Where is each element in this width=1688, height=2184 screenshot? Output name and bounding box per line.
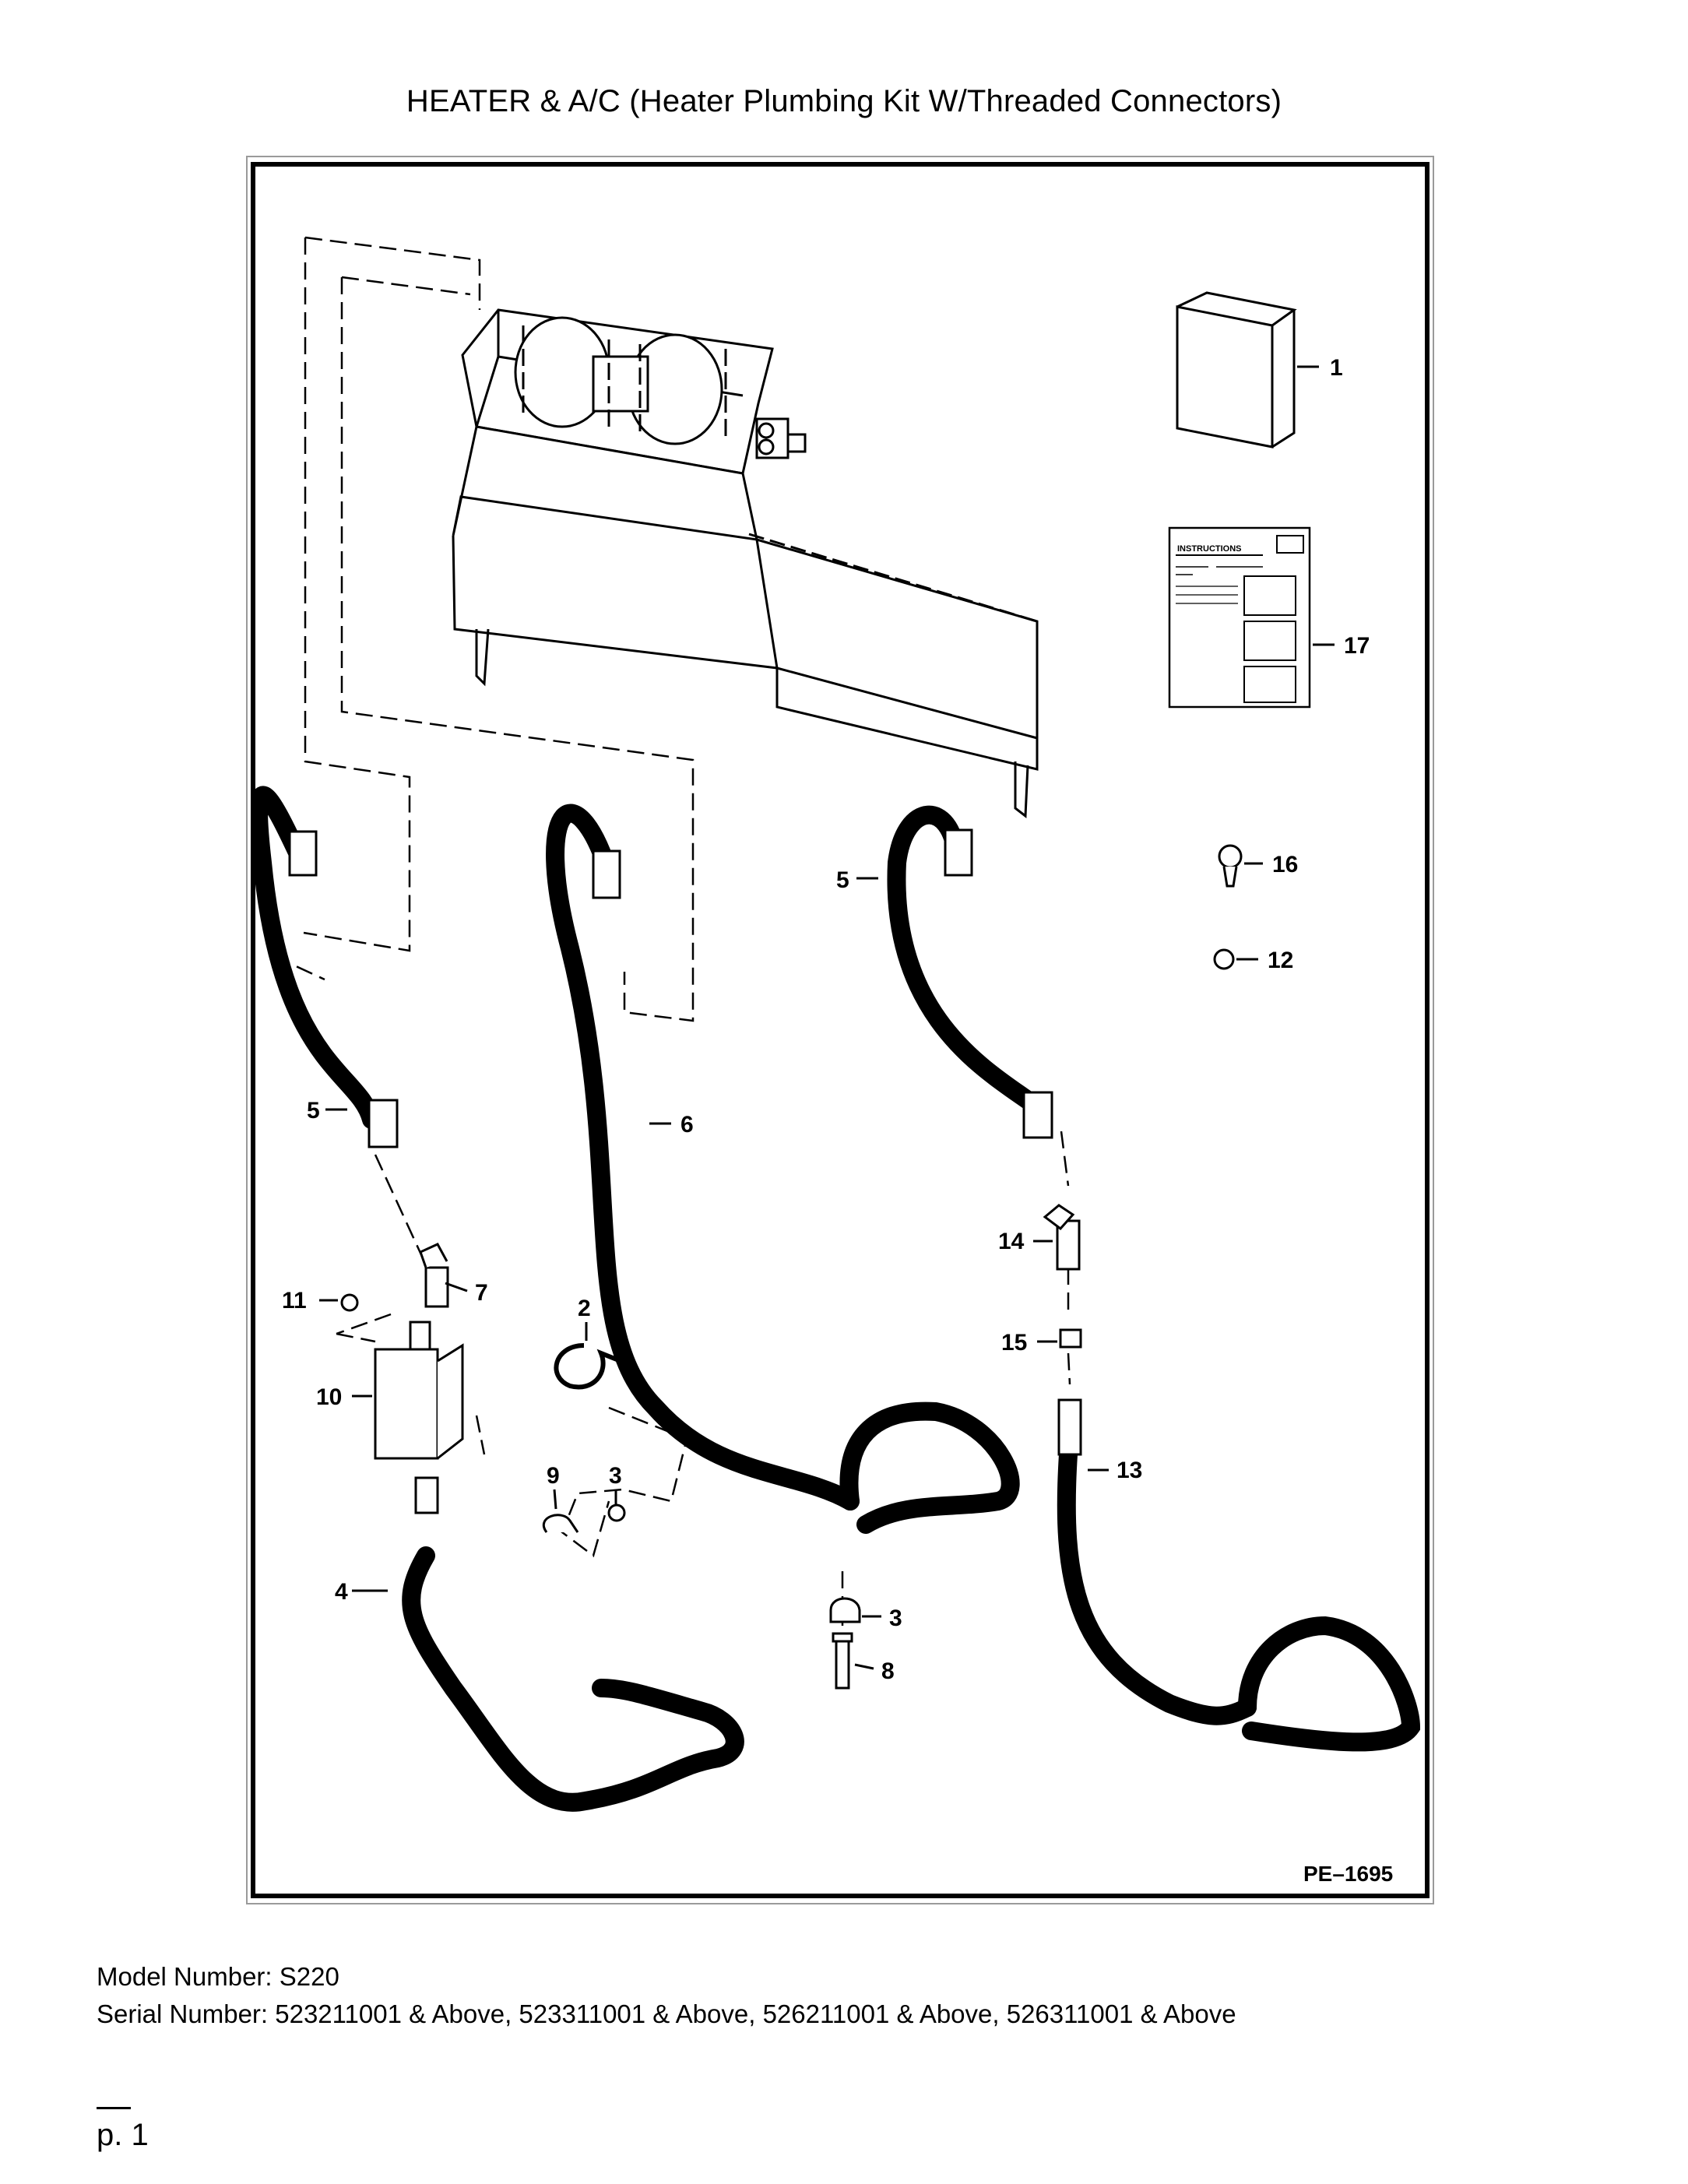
clamp-12 (1213, 948, 1235, 970)
clamp-3-right (829, 1597, 861, 1623)
kit-box-illustration (1176, 291, 1297, 448)
instructions-sheet-illustration (1168, 526, 1311, 709)
nut-15 (1059, 1328, 1082, 1349)
callout-17: 17 (1344, 633, 1370, 659)
hose-5-right (887, 805, 1043, 1113)
callout-11: 11 (282, 1288, 307, 1314)
routing-lines (273, 236, 1071, 1626)
diagram-frame-outer (246, 156, 1434, 1904)
callout-6: 6 (680, 1112, 694, 1138)
elbow-fitting-7 (424, 1266, 449, 1308)
fitting-hose5-top (288, 830, 318, 877)
callout-3-mid: 3 (609, 1463, 622, 1489)
page-title: HEATER & A/C (Heater Plumbing Kit W/Thre… (406, 84, 1282, 118)
instructions-label: INSTRUCTIONS (1177, 544, 1242, 554)
callout-16: 16 (1272, 852, 1298, 877)
hose-4 (402, 1546, 744, 1812)
valve-10 (374, 1348, 439, 1460)
bolt-8 (835, 1640, 850, 1690)
page-number: p. 1 (97, 2118, 149, 2152)
fitting-hose5r-bottom (1022, 1091, 1053, 1139)
diagram-frame (251, 162, 1430, 1898)
hose-13-loop (1238, 1616, 1421, 1752)
drawing-number: PE–1695 (1303, 1862, 1393, 1886)
serial-number: Serial Number: 523211001 & Above, 523311… (97, 1999, 1236, 2028)
fitting-hose6-top (592, 849, 621, 899)
callout-13: 13 (1117, 1458, 1142, 1483)
hose-5-left (251, 786, 381, 1129)
fitting-9 (543, 1514, 579, 1533)
fitting-hose13 (1057, 1398, 1082, 1456)
screw-11 (340, 1293, 359, 1312)
callout-5-right: 5 (836, 867, 849, 893)
callout-8: 8 (881, 1658, 895, 1684)
hose-clamp-2 (554, 1343, 618, 1390)
leader-lines (319, 365, 1335, 1670)
hose-6 (546, 804, 860, 1511)
page-divider (97, 2107, 131, 2109)
callout-10: 10 (316, 1384, 342, 1410)
fitting-hose4 (414, 1476, 439, 1514)
hose-13 (1057, 1445, 1257, 1725)
callout-3-right: 3 (889, 1605, 902, 1631)
callout-5-left: 5 (307, 1098, 320, 1124)
button-16 (1218, 844, 1243, 869)
model-number: Model Number: S220 (97, 1962, 339, 1991)
callout-4: 4 (335, 1579, 348, 1605)
fittings (288, 828, 1243, 1690)
hoses (251, 786, 1421, 1812)
callout-7: 7 (475, 1280, 488, 1306)
heater-assembly-illustration (452, 308, 1039, 818)
fitting-hose5r-top (944, 828, 973, 877)
callout-9: 9 (547, 1463, 560, 1489)
hose-6-loop (839, 1401, 1020, 1534)
callout-15: 15 (1001, 1330, 1027, 1356)
parts-diagram: 1 17 16 12 5 5 6 7 11 2 10 9 3 4 3 8 14 … (251, 236, 1421, 1886)
callout-14: 14 (998, 1229, 1025, 1254)
callout-1: 1 (1330, 355, 1343, 381)
fitting-hose5-bottom (367, 1099, 399, 1148)
clamp-3-mid (607, 1503, 626, 1522)
callout-2: 2 (578, 1296, 591, 1321)
callout-12: 12 (1268, 948, 1293, 973)
